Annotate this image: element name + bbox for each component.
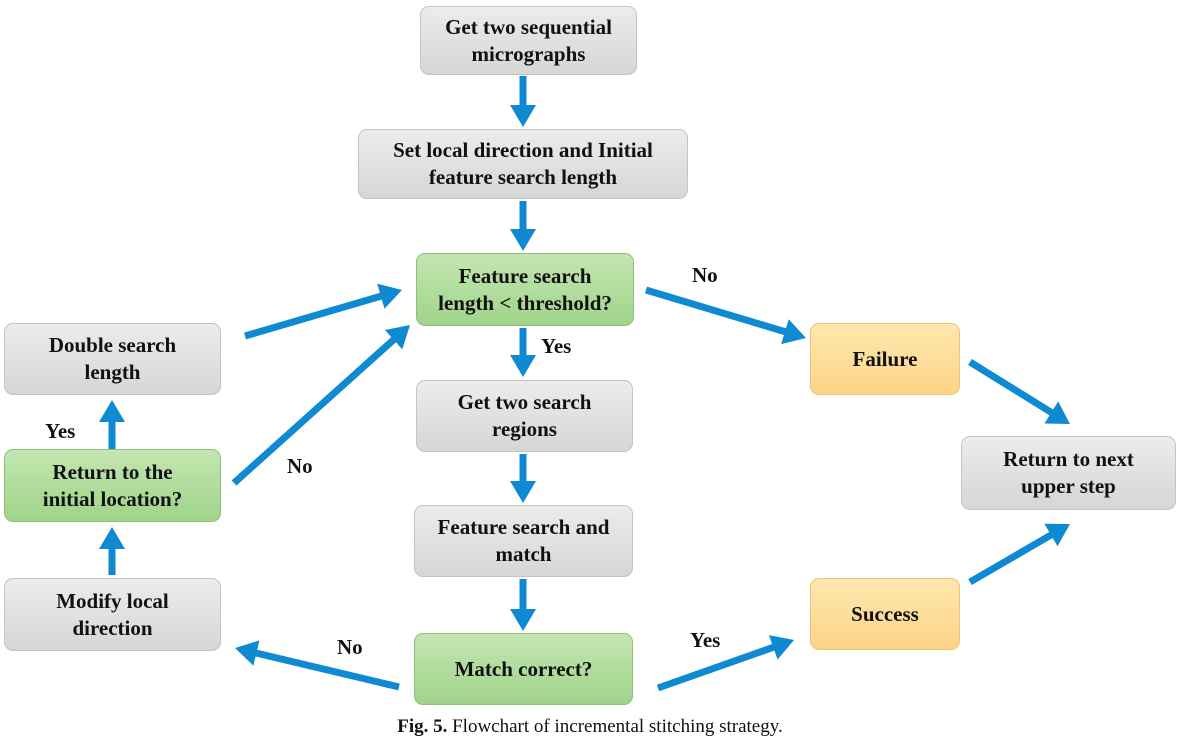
arrow-failure-to-upper-shaft [968, 359, 1055, 417]
arrow-threshold-to-failure-head [781, 319, 806, 345]
node-get-regions: Get two search regions [416, 380, 633, 452]
arrow-failure-to-upper [968, 359, 1070, 424]
arrow-failure-to-upper-head [1044, 401, 1070, 424]
arrow-direction-to-threshold-head [510, 229, 536, 251]
edge-label-match-no: No [337, 635, 363, 659]
edge-label-initial-no: No [287, 454, 313, 478]
arrow-modify-to-initial [99, 527, 125, 575]
arrow-micrographs-to-direction [510, 76, 536, 127]
node-return-initial: Return to the initial location? [4, 449, 221, 522]
arrow-initial-to-threshold-head [384, 325, 410, 350]
caption-label: Fig. 5. [397, 716, 448, 737]
edge-label-initial-yes: Yes [45, 419, 76, 443]
arrow-initial-to-threshold-shaft [231, 335, 398, 486]
arrow-correct-to-success [656, 635, 794, 692]
arrow-direction-to-threshold [510, 201, 536, 251]
caption-text: Flowchart of incremental stitching strat… [447, 716, 783, 737]
arrow-threshold-to-failure-shaft [644, 286, 788, 336]
edge-label-threshold-yes: Yes [541, 334, 572, 358]
node-return-upper: Return to next upper step [961, 436, 1176, 510]
arrow-initial-to-threshold [231, 325, 410, 486]
arrow-success-to-upper [968, 523, 1070, 586]
arrow-initial-to-double-head [99, 400, 125, 422]
arrow-correct-to-success-head [768, 635, 794, 660]
arrow-threshold-to-regions-head [510, 355, 536, 377]
figure-caption: Fig. 5. Flowchart of incremental stitchi… [0, 715, 1180, 739]
arrow-double-to-threshold [244, 283, 402, 340]
arrow-match-to-correct [510, 579, 536, 631]
arrow-correct-to-modify-shaft [253, 649, 400, 691]
arrow-correct-to-success-shaft [656, 643, 777, 692]
node-failure: Failure [810, 323, 960, 395]
arrow-success-to-upper-shaft [968, 531, 1055, 586]
arrow-double-to-threshold-head [377, 283, 402, 309]
arrow-micrographs-to-direction-head [510, 105, 536, 127]
arrow-success-to-upper-head [1044, 523, 1070, 547]
arrow-threshold-to-failure [644, 286, 806, 345]
edge-label-match-yes: Yes [690, 628, 721, 652]
node-threshold-check: Feature search length < threshold? [416, 253, 634, 326]
node-success: Success [810, 578, 960, 650]
node-set-direction: Set local direction and Initial feature … [358, 129, 688, 199]
arrow-regions-to-match [510, 454, 536, 503]
arrow-correct-to-modify-head [235, 640, 260, 666]
node-double-length: Double search length [4, 323, 221, 395]
arrow-double-to-threshold-shaft [244, 292, 384, 340]
arrow-match-to-correct-head [510, 609, 536, 631]
arrow-correct-to-modify [235, 640, 400, 691]
node-match-correct: Match correct? [414, 633, 633, 705]
node-feature-match: Feature search and match [414, 505, 633, 577]
arrow-threshold-to-regions [510, 328, 536, 377]
arrow-modify-to-initial-head [99, 527, 125, 549]
arrow-regions-to-match-head [510, 481, 536, 503]
node-modify-direction: Modify local direction [4, 578, 221, 651]
node-get-micrographs: Get two sequential micrographs [420, 6, 637, 75]
edge-label-threshold-no: No [692, 263, 718, 287]
arrow-initial-to-double [99, 400, 125, 449]
